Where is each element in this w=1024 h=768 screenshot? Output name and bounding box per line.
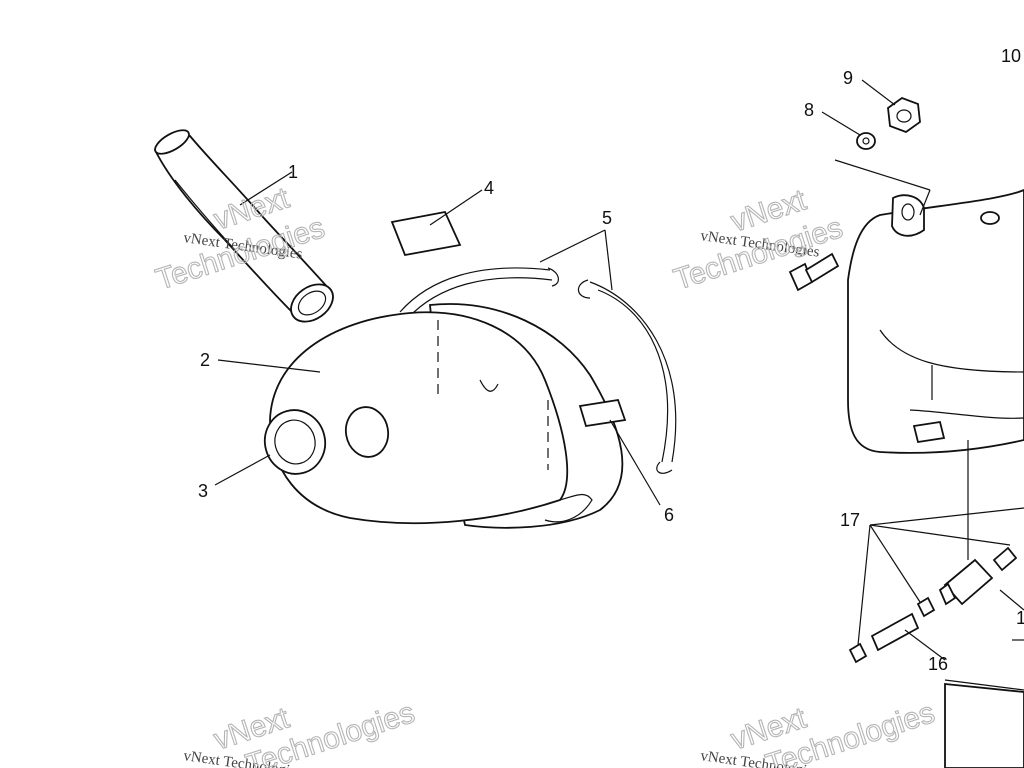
watermark-bottom-right: vNext vNext Technologies Technologies bbox=[699, 696, 939, 768]
part-air-box bbox=[269, 303, 624, 529]
part-bolt bbox=[788, 252, 840, 292]
watermark-top-right: vNext vNext Technologies Technologies bbox=[669, 183, 847, 297]
callout-5: 5 bbox=[602, 208, 612, 228]
callout-17: 17 bbox=[840, 510, 860, 530]
part-decal bbox=[390, 210, 462, 257]
part-washer bbox=[856, 132, 876, 150]
callout-4: 4 bbox=[484, 178, 494, 198]
watermark-bottom-left: vNext vNext Technologies Technologies bbox=[182, 696, 419, 768]
callout-10: 10 bbox=[1001, 46, 1021, 66]
callout-1: 1 bbox=[288, 162, 298, 182]
callout-labels: 1 2 3 4 5 6 8 9 10 16 17 1 bbox=[198, 46, 1024, 674]
callout-8: 8 bbox=[804, 100, 814, 120]
part-nut bbox=[887, 96, 921, 134]
callout-3: 3 bbox=[198, 481, 208, 501]
part-grommet bbox=[263, 409, 327, 475]
callout-9: 9 bbox=[843, 68, 853, 88]
leader-lines bbox=[214, 79, 1024, 661]
part-hose-pair bbox=[399, 267, 677, 474]
callout-6: 6 bbox=[664, 505, 674, 525]
part-filter-assembly bbox=[848, 440, 1024, 768]
part-oil-tank bbox=[847, 189, 1024, 454]
part-label bbox=[578, 398, 627, 428]
callout-16: 16 bbox=[928, 654, 948, 674]
callout-partial: 1 bbox=[1016, 608, 1024, 628]
callout-2: 2 bbox=[200, 350, 210, 370]
part-hose bbox=[153, 129, 334, 323]
